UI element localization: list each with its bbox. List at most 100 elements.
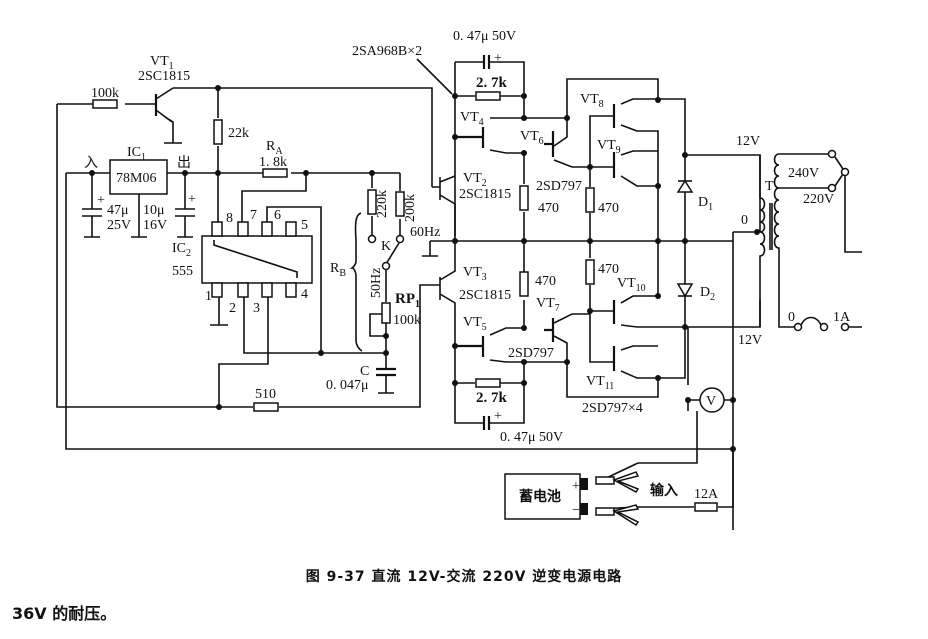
ic2-part: 555 [172, 264, 193, 279]
label-2k7-bottom: 2. 7k [476, 390, 508, 406]
ic2-name: IC2 [172, 241, 191, 259]
labels: VT1 2SC1815 100k 22k RA 1. 8k IC1 78M06 … [84, 29, 851, 518]
label-200k: 200k [403, 194, 418, 222]
vt4-name: VT4 [460, 110, 484, 128]
label-12a: 12A [694, 487, 719, 502]
wire-ic1-gnd [131, 194, 147, 238]
switch-k-common [381, 261, 391, 271]
input-label: 输入 [650, 482, 678, 499]
vt2-part: 2SC1815 [459, 187, 511, 202]
label-470-b: 470 [598, 201, 619, 216]
wire-pin2 [243, 294, 386, 354]
capacitor-047-bottom: + [482, 409, 502, 430]
capacitor-047-top: + [482, 51, 502, 69]
wire-vt7 [553, 313, 590, 362]
resistor-220k [367, 189, 377, 215]
ra-name: RA [266, 139, 283, 157]
label-470-a: 470 [538, 201, 559, 216]
transistor-vt6 [544, 131, 555, 157]
vt8-name: VT8 [580, 92, 604, 110]
switch-60hz: 60Hz [410, 225, 440, 240]
resistor-470-c [519, 271, 529, 297]
wire-left-loop [56, 104, 218, 408]
wire-mid-rail [422, 240, 733, 257]
ic1-78m06 [109, 159, 168, 195]
junctions [89, 85, 760, 452]
wire-vt8-vt9-base [589, 115, 613, 168]
pin-5: 5 [301, 218, 308, 233]
rp1-name: RP1 [395, 291, 420, 310]
resistor-470-d [585, 259, 595, 285]
ic1-in-label: 入 [84, 156, 98, 171]
wire-pin3 [218, 284, 432, 408]
svg-text:+: + [494, 409, 502, 424]
label-22k: 22k [228, 126, 249, 141]
vt6-name: VT6 [520, 129, 544, 147]
wire-vt3 [432, 241, 456, 348]
rb-name: RB [330, 261, 346, 279]
wire-battery-plus [599, 411, 698, 482]
vt10-name: VT10 [617, 276, 646, 294]
battery-label: 蓄电池 [519, 488, 561, 505]
label-2sd797x4: 2SD797×4 [582, 401, 643, 416]
switch-k-name: K [381, 239, 391, 254]
vt7-part: 2SD797 [508, 346, 554, 361]
capacitor-10u: + [175, 192, 196, 217]
cap-c-name: C [360, 364, 369, 379]
wire-vt1-collector [173, 87, 433, 187]
wire-vt1-ground [164, 116, 182, 144]
vt9-name: VT9 [597, 138, 621, 156]
wire-cap-c [378, 353, 394, 394]
wire-vt2 [432, 175, 456, 241]
ic2-555 [201, 221, 313, 298]
label-470-d: 470 [598, 262, 619, 277]
switch-k-blade [385, 242, 400, 265]
transistor-vt1 [152, 87, 174, 123]
wire-d2-out [685, 300, 761, 328]
wire-vt6-e [553, 159, 591, 241]
label-100k: 100k [91, 86, 119, 101]
label-2k7-top: 2. 7k [476, 75, 508, 91]
resistor-ra [262, 168, 288, 178]
wire-bottom-bus [65, 173, 733, 450]
resistor-510 [253, 402, 279, 412]
resistor-470-b [585, 187, 595, 213]
pin-3: 3 [253, 301, 260, 316]
label-12v-bottom: 12V [738, 333, 762, 348]
pin-2: 2 [229, 301, 236, 316]
svg-text:+: + [494, 51, 502, 66]
wire-bot-rc [454, 346, 525, 424]
wire-vt4-collector [489, 149, 525, 241]
capacitor-47u: + [82, 193, 105, 217]
vt3-name: VT3 [463, 265, 487, 283]
capacitor-c [376, 367, 396, 377]
battery-minus: − [572, 503, 580, 518]
cap-c-value: 0. 047μ [326, 378, 369, 393]
rb-brace [349, 212, 363, 352]
d2-name: D2 [700, 285, 715, 303]
wire-vt8-c [620, 98, 761, 241]
switch-50hz: 50Hz [369, 268, 384, 298]
label-0-primary: 0 [788, 310, 795, 325]
vt5-name: VT5 [463, 315, 487, 333]
pointer-2sa968b [416, 58, 453, 95]
transistor-vt7 [544, 318, 555, 342]
wire-pin6 [266, 206, 322, 353]
alligator-clips [595, 471, 640, 527]
d1-name: D1 [698, 195, 713, 213]
label-220v: 220V [803, 192, 834, 207]
wire-pin1-gnd [210, 294, 228, 326]
wire-vt9 [620, 150, 658, 187]
switch-k-contact-60hz [395, 234, 405, 244]
c47-value: 47μ [107, 203, 129, 218]
figure-caption: 图 9-37 直流 12V-交流 220V 逆变电源电路 [305, 569, 623, 585]
ic1-name: IC1 [127, 145, 146, 163]
transformer-t [759, 149, 850, 332]
switch-k-contact-50hz [367, 234, 377, 244]
wire-vt6-c [553, 118, 568, 147]
label-c-bottom: 0. 47μ 50V [500, 430, 563, 445]
label-510: 510 [255, 387, 276, 402]
pin-6: 6 [274, 208, 281, 223]
voltmeter [699, 387, 725, 413]
